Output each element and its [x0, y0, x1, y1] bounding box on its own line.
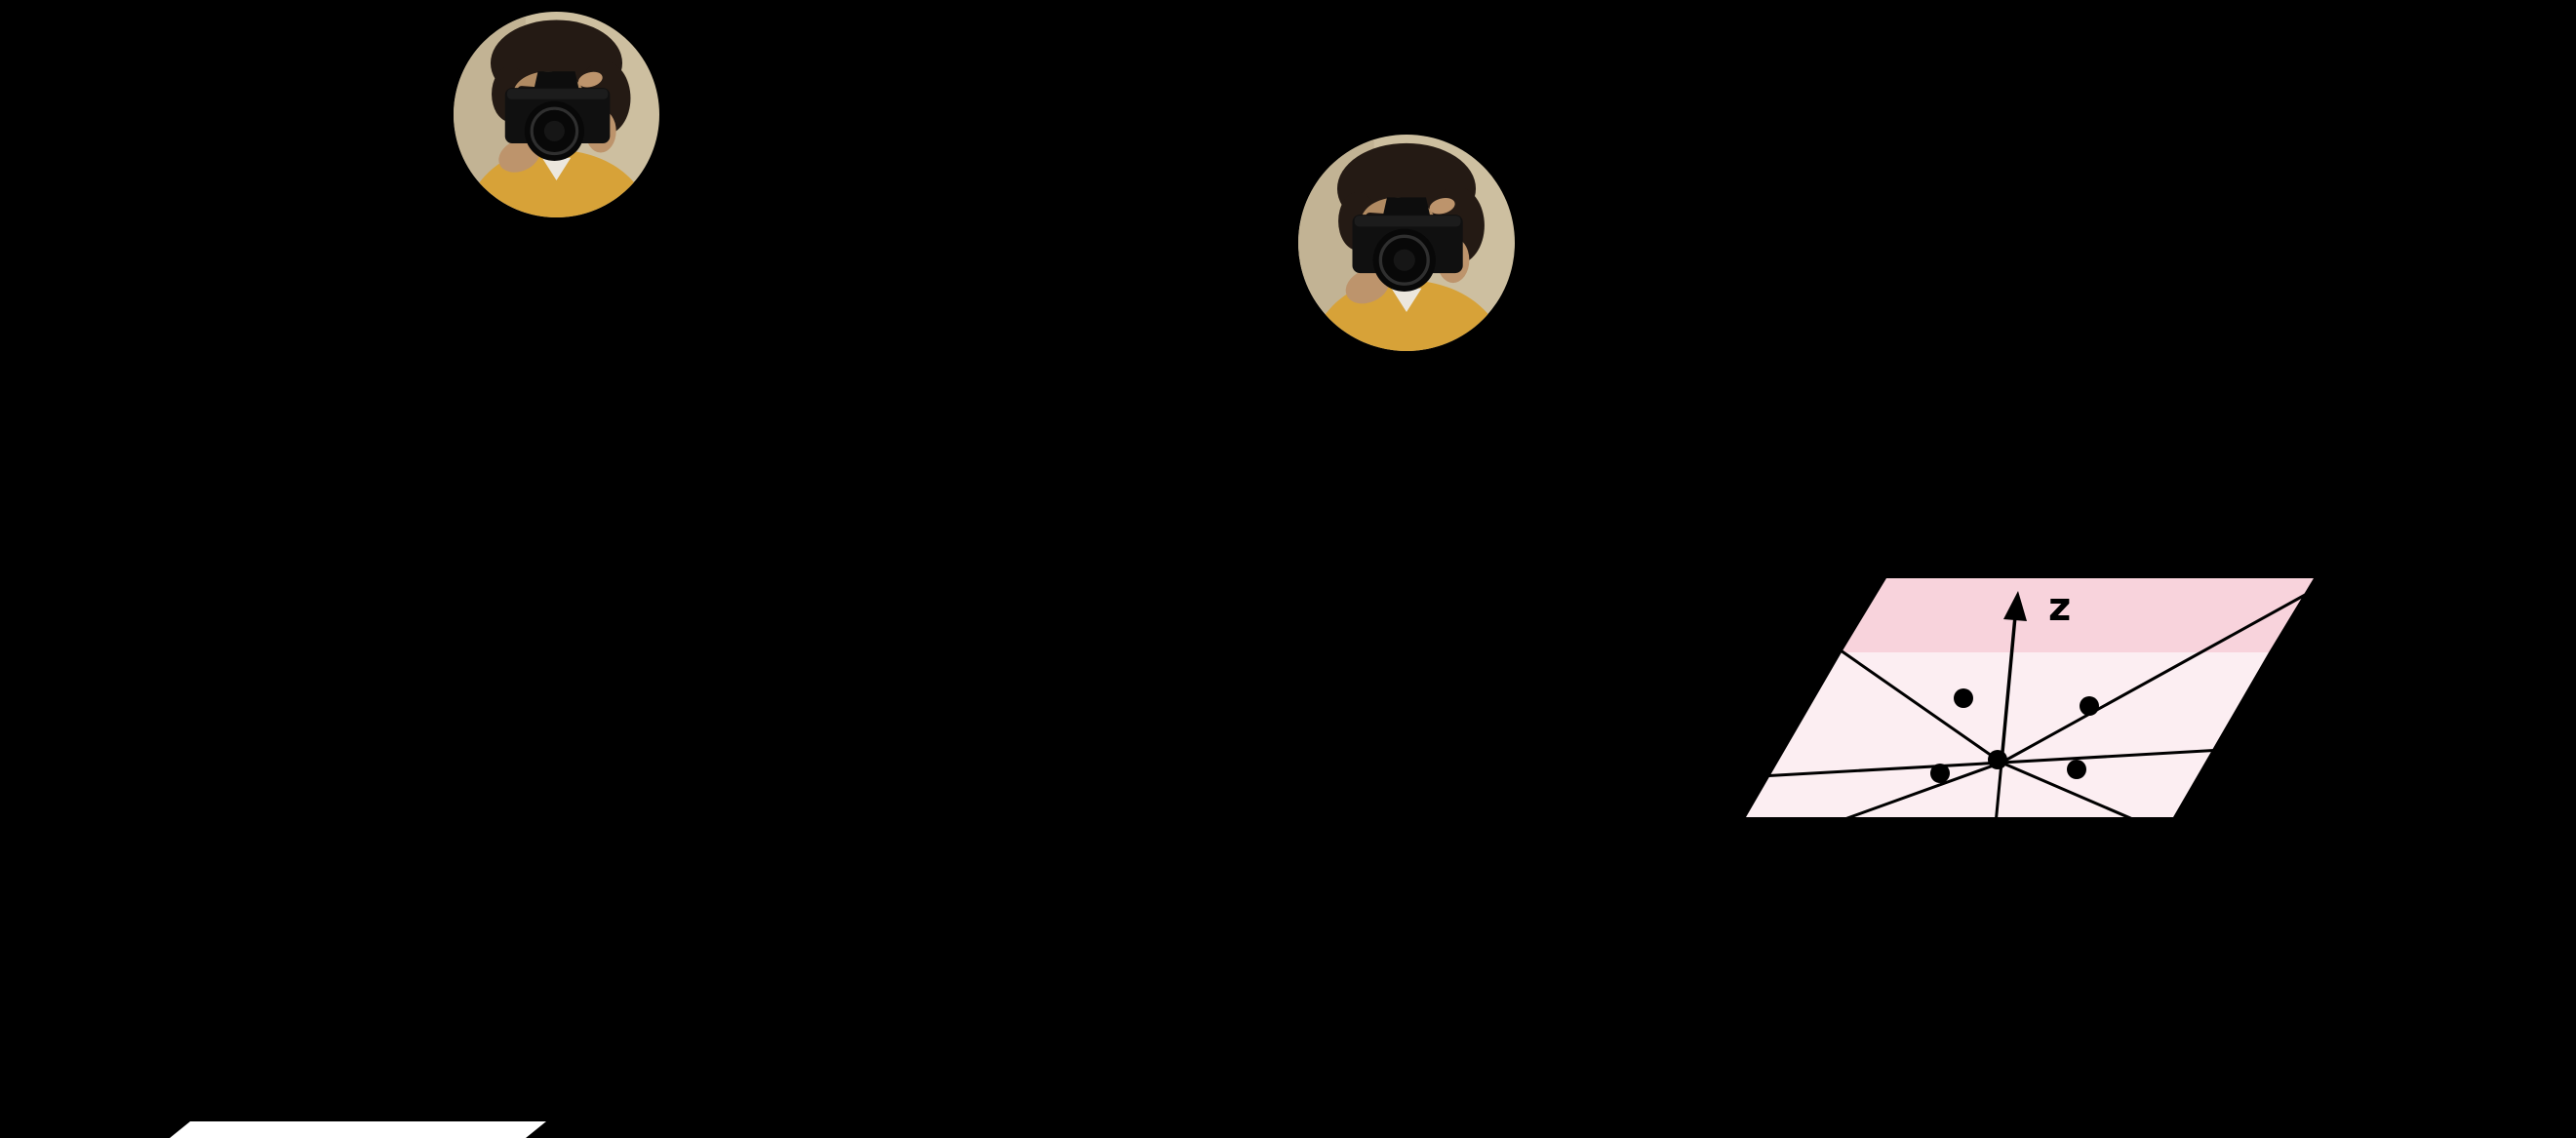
data-point-dot	[602, 635, 615, 648]
data-point-dot	[1988, 750, 2007, 769]
right-image-plane	[1556, 391, 1895, 590]
data-point-dot	[547, 571, 561, 585]
right-ground-plane-rays	[1659, 576, 2412, 887]
right-image-plane-dots	[1701, 442, 1769, 524]
data-point-dot	[529, 939, 546, 957]
cropped-plane-edge-sliver	[170, 1121, 546, 1138]
ray-left	[1724, 761, 2003, 780]
right-ground-plane-pink-light-region	[1746, 652, 2269, 817]
left-image-plane-diagonal-1	[428, 565, 741, 653]
data-point-dot	[612, 990, 629, 1007]
left-camera-photo	[454, 12, 659, 222]
data-point-dot	[1731, 508, 1747, 524]
right-image-plane-quad	[1556, 391, 1895, 590]
right-camera-photo	[1298, 135, 1515, 357]
data-point-dot	[1930, 764, 1950, 783]
data-point-dot	[630, 939, 648, 957]
data-point-dot	[2067, 760, 2086, 779]
data-point-dot	[1706, 442, 1722, 457]
left-ground-plane	[143, 854, 1106, 1082]
ray-down-left	[1659, 761, 2003, 887]
left-image-plane-dots	[540, 571, 615, 649]
ray-down	[1988, 761, 2003, 887]
data-point-dot	[558, 891, 575, 909]
data-point-dot	[1754, 452, 1769, 468]
left-ground-plane-quad	[143, 854, 1106, 1082]
left-ground-plane-diagonal-2	[461, 855, 999, 1081]
left-ground-plane-diagonal-1	[453, 864, 811, 1082]
z-axis-arrow: z	[2000, 585, 2071, 765]
data-point-dot	[579, 588, 593, 602]
right-ground-plane: z	[1658, 576, 2468, 887]
data-point-dot	[529, 1025, 546, 1042]
z-axis-label: z	[2048, 585, 2071, 630]
ray-down-right	[2000, 761, 2275, 882]
z-axis-arrowhead	[2003, 591, 2027, 621]
left-image-plane-diagonal-2	[516, 562, 684, 657]
right-ground-plane-dots	[1930, 688, 2099, 783]
ray-up-left	[1829, 642, 2003, 765]
data-point-dot	[1701, 499, 1717, 515]
data-point-dot	[567, 608, 580, 621]
left-ground-plane-dots	[529, 891, 648, 1042]
z-axis-line	[2000, 614, 2017, 765]
left-image-plane	[410, 558, 773, 659]
ray-up-right	[2000, 576, 2337, 765]
ray-right	[2000, 737, 2412, 765]
right-ground-plane-pink-region	[1842, 578, 2314, 652]
data-point-dot	[2080, 696, 2099, 716]
data-point-dot	[590, 622, 604, 636]
data-point-dot	[1954, 688, 1973, 708]
left-image-plane-quad	[410, 558, 773, 659]
left-ground-plane-pink-region	[271, 875, 934, 1048]
data-point-dot	[540, 636, 554, 649]
